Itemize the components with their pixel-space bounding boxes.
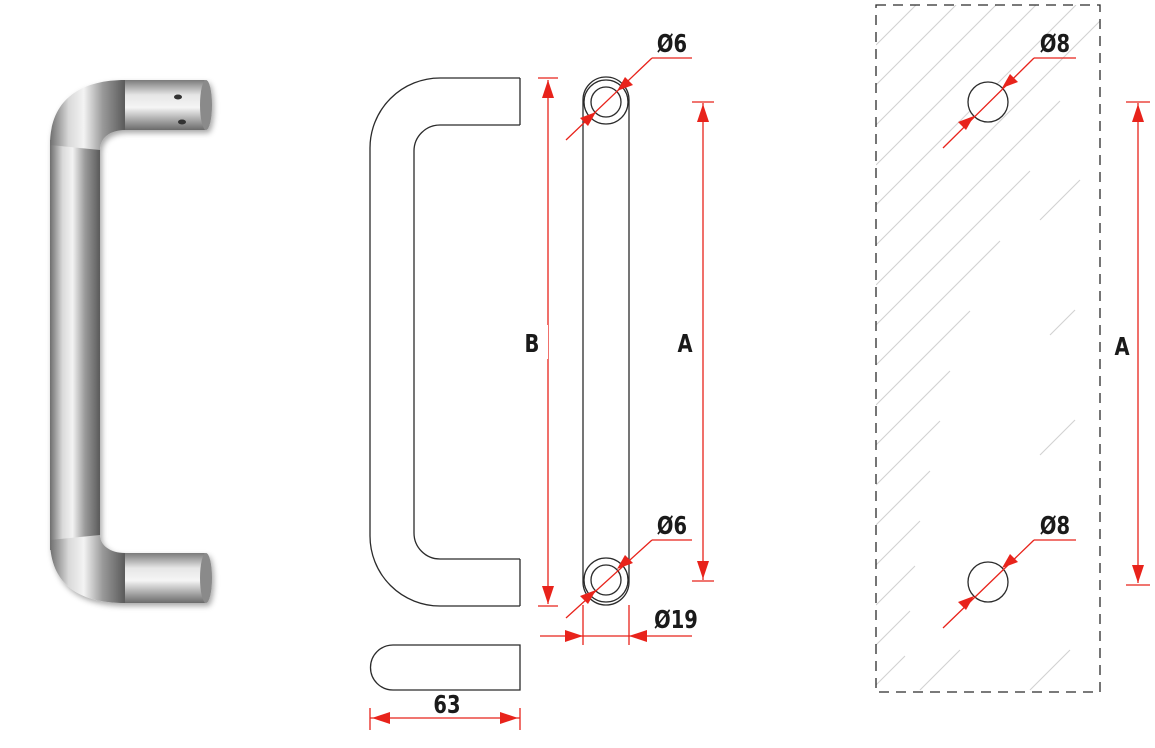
- tube-top-end: [583, 79, 629, 125]
- end-view-outline: [369, 644, 521, 691]
- fixing-hole-top-icon: [967, 81, 1009, 123]
- dim-label-hole-top: Ø6: [657, 30, 687, 59]
- dim-label-fix-bottom: Ø8: [1040, 512, 1070, 541]
- hole-top-icon: [590, 86, 622, 118]
- grub-screw-icon: [174, 94, 182, 100]
- dim-label-template-a: A: [1115, 333, 1131, 362]
- handle-grip: [50, 140, 100, 550]
- hole-bottom-icon: [590, 564, 622, 596]
- arrow-icon: [1132, 565, 1144, 583]
- arrow-icon: [1002, 74, 1018, 88]
- mounting-template: Ø8 Ø8 A: [875, 4, 1150, 693]
- leader-fix-top: [942, 57, 1035, 149]
- dim-label-hole-bottom: Ø6: [657, 512, 687, 541]
- handle-bottom-arm: [120, 553, 208, 603]
- arrow-icon: [629, 630, 647, 642]
- arrow-icon: [372, 712, 390, 724]
- arrow-icon: [1002, 554, 1018, 568]
- front-view: Ø6 Ø6 Ø19 A: [540, 30, 714, 645]
- dim-label-a: A: [678, 330, 694, 359]
- leader-hole-top: [565, 57, 653, 141]
- arrow-icon: [542, 80, 554, 98]
- dim-label-63: 63: [433, 691, 460, 720]
- arrow-icon: [565, 630, 583, 642]
- dim-label-b: B: [525, 330, 540, 359]
- tube-bottom-end: [583, 557, 629, 603]
- fixing-hole-bottom-icon: [967, 561, 1009, 603]
- arrow-icon: [697, 104, 709, 122]
- arrow-icon: [580, 590, 596, 604]
- arrow-icon: [500, 712, 518, 724]
- template-plate-outline: [875, 4, 1101, 693]
- dim-label-tube-diameter: Ø19: [654, 606, 698, 635]
- leader-fix-bottom: [942, 539, 1035, 629]
- arrow-icon: [958, 596, 974, 610]
- leader-hole-bottom: [565, 539, 653, 619]
- handle-top-arm: [120, 80, 208, 130]
- arrow-icon: [542, 586, 554, 604]
- handle-bottom-end: [200, 553, 212, 603]
- arrow-icon: [958, 116, 974, 130]
- handle-top-end: [200, 80, 212, 130]
- handle-photo: [50, 80, 212, 603]
- arrow-icon: [580, 112, 596, 126]
- tube-outline: [582, 76, 630, 606]
- arrow-icon: [697, 561, 709, 579]
- dim-label-fix-top: Ø8: [1040, 30, 1070, 59]
- grub-screw-icon: [178, 119, 186, 125]
- arrow-icon: [617, 555, 633, 569]
- side-view-outline: [369, 77, 521, 607]
- handle-top-bend: [50, 80, 125, 150]
- handle-bottom-bend: [50, 535, 125, 603]
- side-view: B 63: [369, 77, 558, 730]
- arrow-icon: [1132, 104, 1144, 122]
- arrow-icon: [617, 77, 633, 91]
